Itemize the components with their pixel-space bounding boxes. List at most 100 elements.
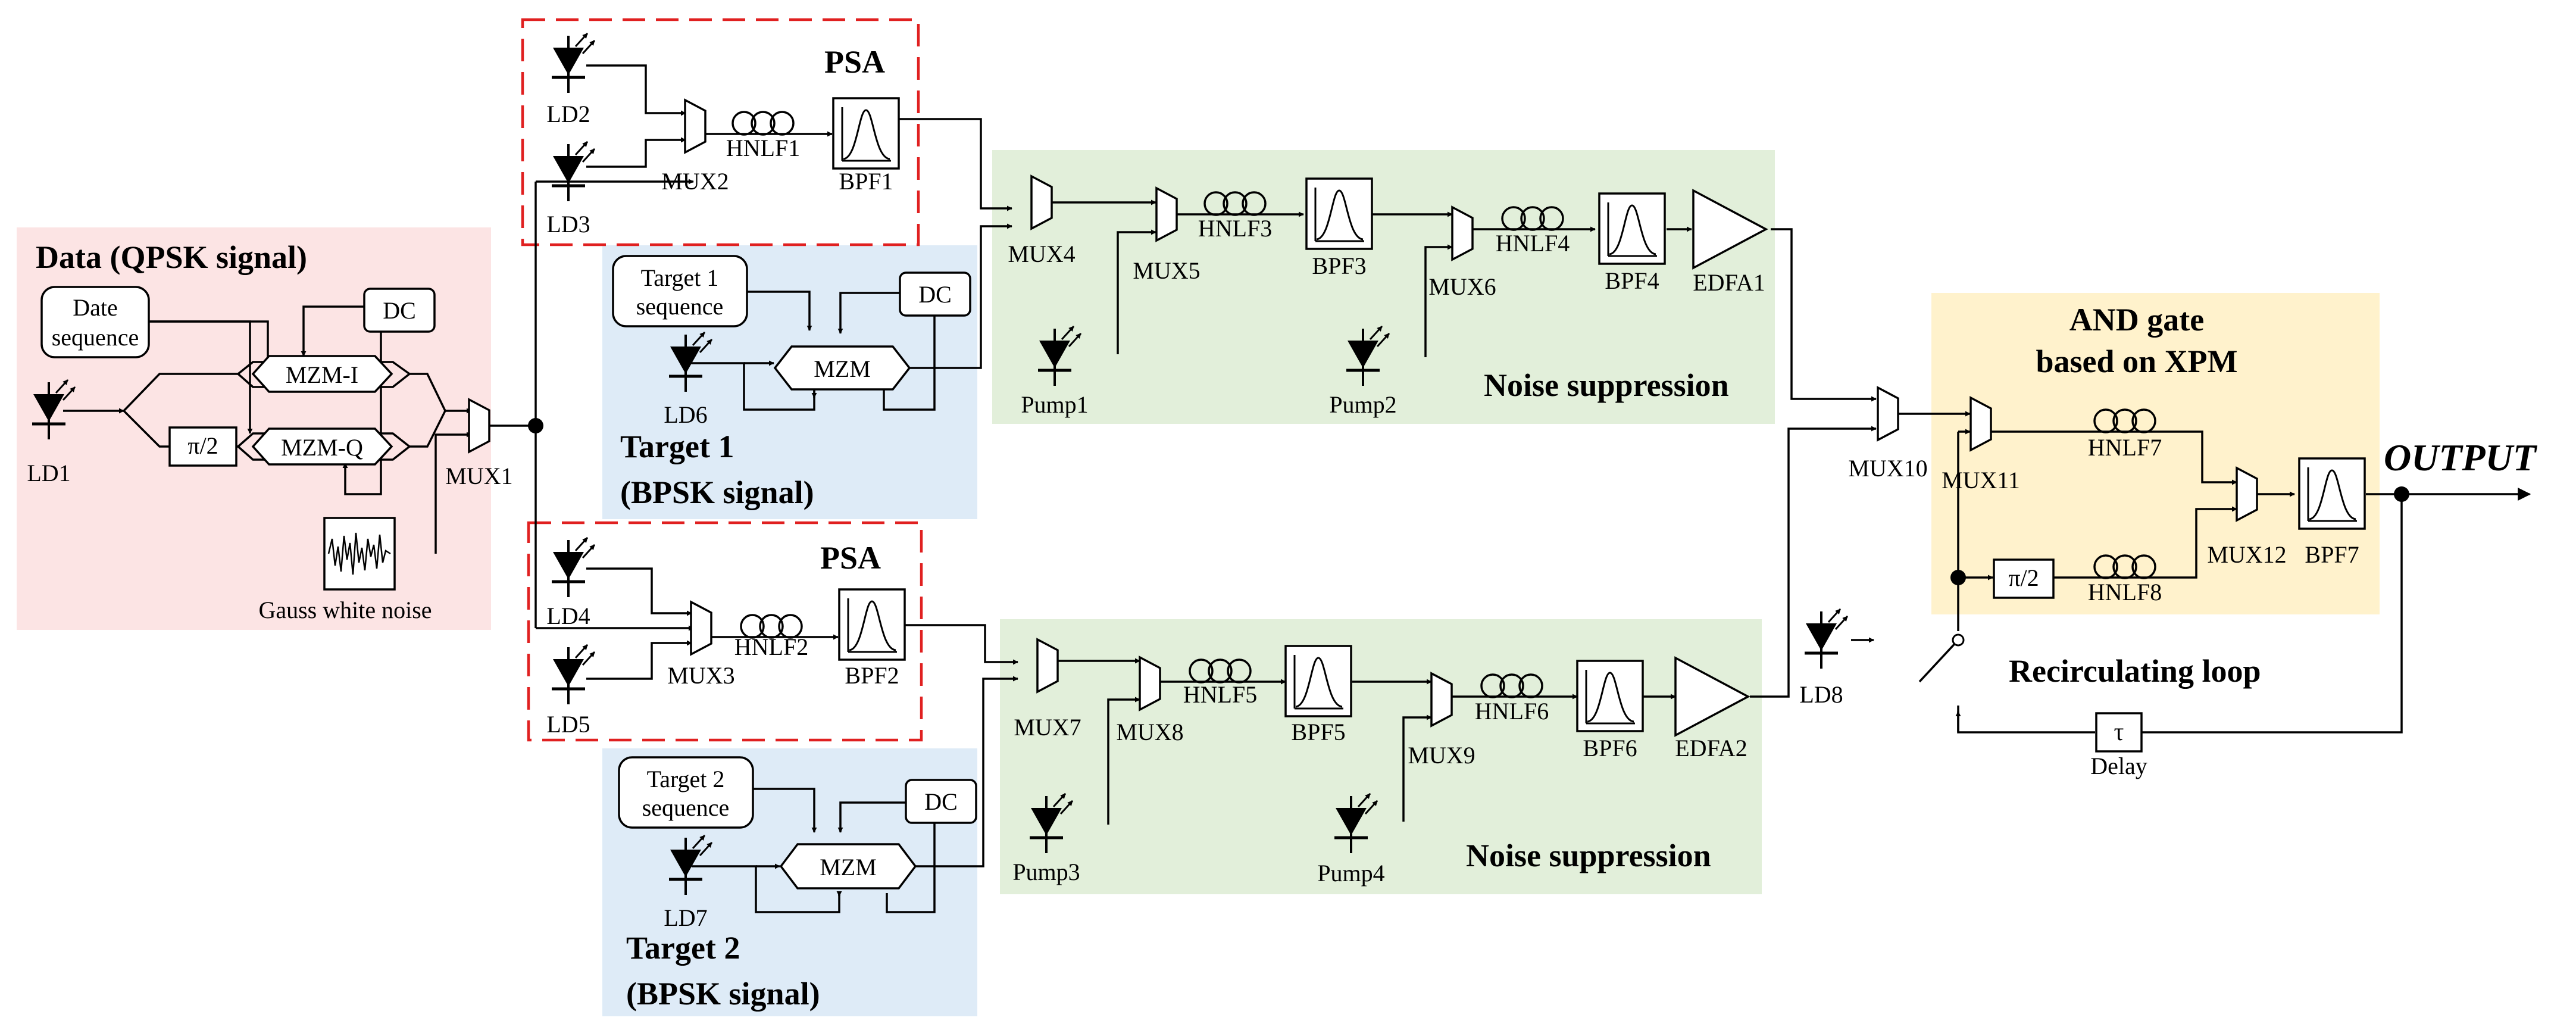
recirculating-loop-label: Recirculating loop (2009, 653, 2261, 689)
mzm-i-label: MZM-I (286, 361, 358, 388)
edfa2-label: EDFA2 (1675, 735, 1747, 761)
dc-box-data (363, 288, 436, 333)
delay-box (2095, 712, 2143, 753)
bpf6-label: BPF6 (1583, 735, 1637, 761)
junction-dot (528, 418, 543, 433)
bpf2-bandpass-filter (838, 588, 906, 661)
and-gate-subtitle: based on XPM (2036, 344, 2237, 379)
target1-sequence-label-2: sequence (636, 293, 724, 320)
phase-shift-label-and: π/2 (2008, 564, 2039, 591)
dc-label-target2: DC (924, 788, 958, 815)
junction-dot (1950, 570, 1966, 585)
phase-shift-box-data (168, 426, 237, 467)
noise-waveform (327, 532, 391, 575)
ld5-label: LD5 (546, 711, 590, 738)
bpf1-label: BPF1 (839, 168, 893, 195)
target1-title: Target 1 (620, 429, 734, 464)
hnlf7-label: HNLF7 (2088, 434, 2162, 461)
hnlf4-fiber (1501, 206, 1564, 231)
mux12-multiplexer (2236, 466, 2258, 522)
bpf7-label: BPF7 (2305, 541, 2359, 568)
mux5-multiplexer (1155, 186, 1178, 242)
mux11-label: MUX11 (1942, 467, 2020, 494)
phase-shift-box-and (1993, 558, 2055, 599)
pump3-laser-diode (1030, 792, 1074, 853)
noise-suppression-upper-label: Noise suppression (1484, 367, 1729, 403)
date-sequence-box (40, 286, 150, 358)
hnlf1-fiber (731, 111, 795, 136)
psa-upper-title: PSA (824, 44, 885, 80)
output-label: OUTPUT (2384, 436, 2538, 479)
target1-sequence-label: Target 1 (641, 264, 719, 291)
bpf3-label: BPF3 (1312, 252, 1366, 279)
ld2-label: LD2 (546, 101, 590, 127)
ld3-laser-diode (552, 141, 596, 201)
psa-lower-box (527, 521, 923, 742)
mux11-multiplexer (1969, 396, 1992, 452)
mzm-target2-label: MZM (820, 854, 877, 881)
mux10-label: MUX10 (1848, 455, 1927, 482)
ld1-laser-diode (32, 379, 76, 439)
mux7-label: MUX7 (1014, 714, 1081, 741)
delay-label: Delay (2090, 753, 2147, 779)
pump2-laser-diode (1346, 325, 1390, 386)
pump1-laser-diode (1038, 325, 1082, 386)
gauss-noise-source (323, 517, 396, 591)
ld7-laser-diode (669, 834, 713, 895)
mux2-multiplexer (684, 98, 706, 154)
ld6-laser-diode (669, 331, 713, 392)
ld4-laser-diode (552, 536, 596, 597)
mux3-label: MUX3 (667, 662, 734, 689)
bpf4-bandpass-filter (1598, 192, 1666, 265)
phase-shift-label-data: π/2 (187, 432, 218, 459)
mux12-label: MUX12 (2207, 541, 2286, 568)
components (32, 32, 2366, 895)
data-region-title: Data (QPSK signal) (36, 239, 307, 275)
pump4-label: Pump4 (1317, 860, 1384, 887)
target2-sequence-label: Target 2 (647, 766, 725, 792)
mzm-target1 (773, 345, 911, 391)
mux8-label: MUX8 (1116, 719, 1183, 745)
hnlf8-fiber (2093, 554, 2156, 579)
mzm-i (251, 355, 393, 393)
psa-upper-box (521, 18, 920, 246)
delay-tau: τ (2114, 719, 2124, 746)
mux4-label: MUX4 (1008, 241, 1075, 267)
mzm-q-label: MZM-Q (281, 434, 363, 461)
hnlf2-label: HNLF2 (734, 633, 808, 660)
hnlf2-fiber (740, 614, 803, 639)
pump3-label: Pump3 (1012, 859, 1080, 885)
edfa1-amplifier (1692, 189, 1768, 270)
bpf1-bandpass-filter (832, 97, 900, 170)
noise-suppression-lower-label: Noise suppression (1466, 838, 1711, 873)
dc-box-target1 (899, 271, 971, 317)
hnlf8-label: HNLF8 (2088, 579, 2162, 605)
ld5-laser-diode (552, 644, 596, 704)
ld3-label: LD3 (546, 211, 590, 238)
date-sequence-label-2: sequence (52, 324, 139, 351)
edfa1-label: EDFA1 (1693, 269, 1765, 296)
bpf7-bandpass-filter (2298, 457, 2366, 530)
pump4-laser-diode (1334, 792, 1378, 853)
ld2-laser-diode (552, 32, 596, 93)
gauss-noise-label: Gauss white noise (258, 597, 432, 623)
pump2-label: Pump2 (1329, 391, 1396, 418)
hnlf3-fiber (1203, 191, 1267, 216)
target2-sequence-label-2: sequence (642, 794, 730, 821)
hnlf5-fiber (1189, 658, 1252, 683)
junction-dot (2394, 486, 2409, 502)
mzm-target1-label: MZM (814, 355, 871, 382)
mux9-multiplexer (1430, 672, 1453, 728)
mux4-multiplexer (1030, 174, 1053, 230)
mux2-label: MUX2 (661, 168, 729, 195)
dc-box-target2 (905, 779, 977, 824)
hnlf5-label: HNLF5 (1183, 681, 1257, 708)
bpf2-label: BPF2 (845, 662, 899, 689)
mux6-multiplexer (1451, 205, 1474, 261)
bpf5-bandpass-filter (1284, 645, 1352, 717)
target2-subtitle: (BPSK signal) (626, 976, 820, 1012)
target1-sequence-box (612, 255, 748, 327)
hnlf4-label: HNLF4 (1496, 230, 1570, 257)
